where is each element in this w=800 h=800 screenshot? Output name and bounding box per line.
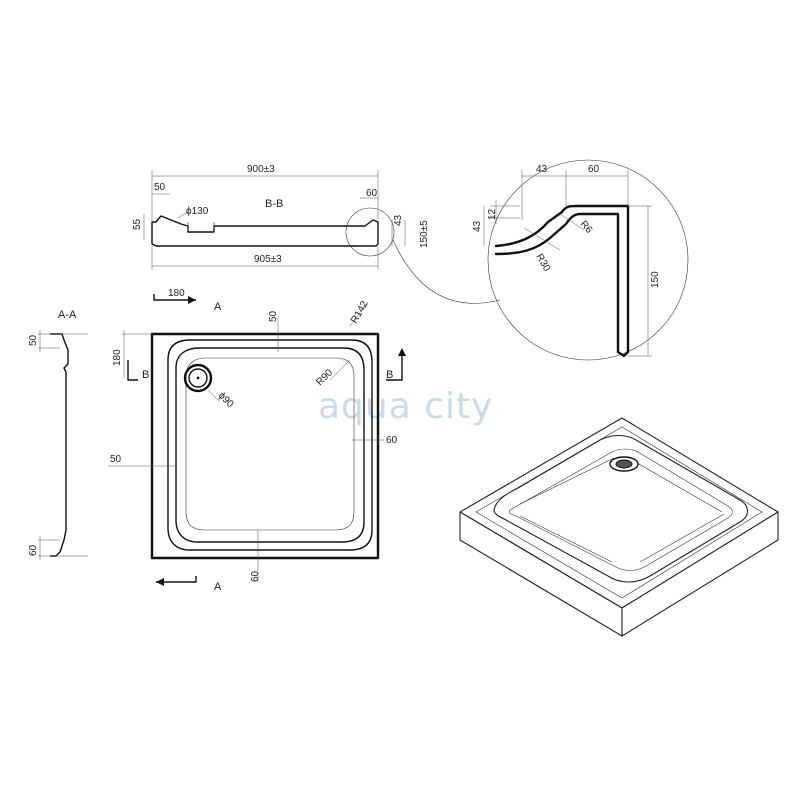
dim-right-rim: 60: [366, 188, 378, 199]
section-aa-profile: [50, 333, 69, 557]
dim-plan-rim-top: 50: [268, 310, 279, 322]
dim-detail-43w: 43: [536, 164, 548, 175]
dim-left-rim: 50: [154, 182, 166, 193]
dim-plan-rim-left: 50: [110, 454, 122, 465]
dim-inner-radius: R90: [314, 367, 335, 388]
iso-right-face: [621, 511, 779, 637]
cut-label-a-top: A: [214, 301, 222, 313]
plan-outer-edge: [150, 332, 380, 560]
dim-aa-top: 50: [28, 334, 39, 346]
section-bb-title: B-B: [265, 198, 283, 210]
dim-right-small-height: 43: [393, 214, 404, 226]
section-aa-title: A-A: [58, 309, 77, 321]
iso-drain-inner: [615, 459, 633, 469]
dim-detail-60w: 60: [588, 164, 600, 175]
dim-plan-rim-bottom: 60: [250, 570, 261, 582]
cut-label-a-bottom: A: [214, 581, 222, 593]
dim-plan-rim-right: 60: [386, 435, 398, 446]
dim-bottom-width: 905±3: [254, 254, 282, 265]
dim-detail-12: 12: [487, 208, 498, 220]
section-bb-profile: [151, 215, 379, 247]
plan-drain-inner: [188, 368, 208, 388]
plan-rim-line: [167, 339, 373, 551]
plan-basin-edge: [175, 347, 365, 543]
detail-marker: [345, 207, 395, 257]
detail-circle: [487, 159, 689, 361]
dim-detail-r30: R30: [533, 252, 552, 274]
dim-detail-43h: 43: [472, 220, 483, 232]
section-bb-view: 900±3 50 60 ϕ130 B-B 55 43 150±5 905±3: [132, 164, 501, 304]
dim-drain-offset-x: 180: [168, 288, 185, 299]
dim-drain-offset-y: 180: [112, 349, 123, 366]
watermark: aqua city: [318, 386, 493, 427]
dim-drain-130: ϕ130: [186, 206, 209, 217]
detail-profile: [494, 204, 630, 358]
detail-view: 43 60 12 43 R6 R30 150: [472, 159, 689, 361]
dim-detail-150: 150: [650, 271, 661, 288]
section-aa-view: A-A 50 60: [28, 309, 88, 560]
dim-aa-bottom: 60: [28, 544, 39, 556]
plan-basin-floor: [185, 357, 355, 531]
isometric-view: [459, 417, 779, 637]
plan-view: 180 A A 180 B B 50 R142 R90 ϕ90 50 60: [108, 288, 406, 593]
dim-drain-90: ϕ90: [216, 390, 236, 410]
plan-drain-center: [196, 376, 200, 380]
dim-detail-r6: R6: [578, 219, 595, 236]
plan-drain-outer: [183, 363, 213, 393]
dim-left-height: 55: [132, 218, 143, 230]
dim-top-width: 900±3: [247, 164, 275, 175]
iso-basin-floor: [508, 448, 733, 571]
cut-label-b-right: B: [386, 369, 393, 381]
iso-basin: [493, 434, 749, 583]
dim-total-height: 150±5: [419, 220, 430, 248]
cut-label-b-left: B: [142, 369, 149, 381]
